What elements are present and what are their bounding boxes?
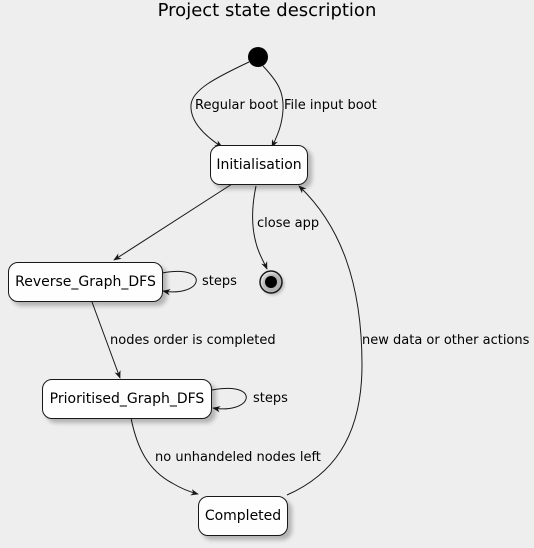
state-completed-label: Completed — [204, 508, 282, 524]
edge-regular-boot — [190, 61, 250, 148]
edge-prioritised-steps — [211, 387, 247, 413]
state-initialisation-label: Initialisation — [216, 157, 302, 173]
label-steps-prioritised: steps — [253, 391, 288, 406]
state-reverse-graph-dfs: Reverse_Graph_DFS — [8, 262, 163, 302]
final-state — [259, 270, 284, 295]
edge-nodes-order — [91, 301, 121, 379]
edge-init-to-reverse — [113, 183, 233, 261]
label-steps-reverse: steps — [202, 274, 237, 289]
label-new-data: new data or other actions — [362, 333, 530, 348]
label-nodes-order: nodes order is completed — [110, 333, 276, 348]
edge-new-data — [286, 185, 363, 496]
state-initialisation: Initialisation — [210, 145, 308, 185]
label-close-app: close app — [257, 216, 320, 231]
label-file-input-boot: File input boot — [284, 98, 377, 113]
state-prioritised-graph-dfs-label: Prioritised_Graph_DFS — [49, 391, 205, 407]
edge-no-unhandled — [130, 417, 199, 496]
label-no-unhandled: no unhandeled nodes left — [155, 450, 321, 465]
state-prioritised-graph-dfs: Prioritised_Graph_DFS — [42, 379, 212, 419]
state-completed: Completed — [198, 496, 288, 536]
edge-close-app — [252, 185, 268, 270]
state-reverse-graph-dfs-label: Reverse_Graph_DFS — [15, 274, 156, 290]
edge-file-input-boot — [262, 65, 284, 148]
initial-state — [248, 47, 268, 67]
diagram-title: Project state description — [157, 0, 377, 21]
edge-reverse-steps — [161, 270, 197, 296]
label-regular-boot: Regular boot — [195, 98, 279, 113]
